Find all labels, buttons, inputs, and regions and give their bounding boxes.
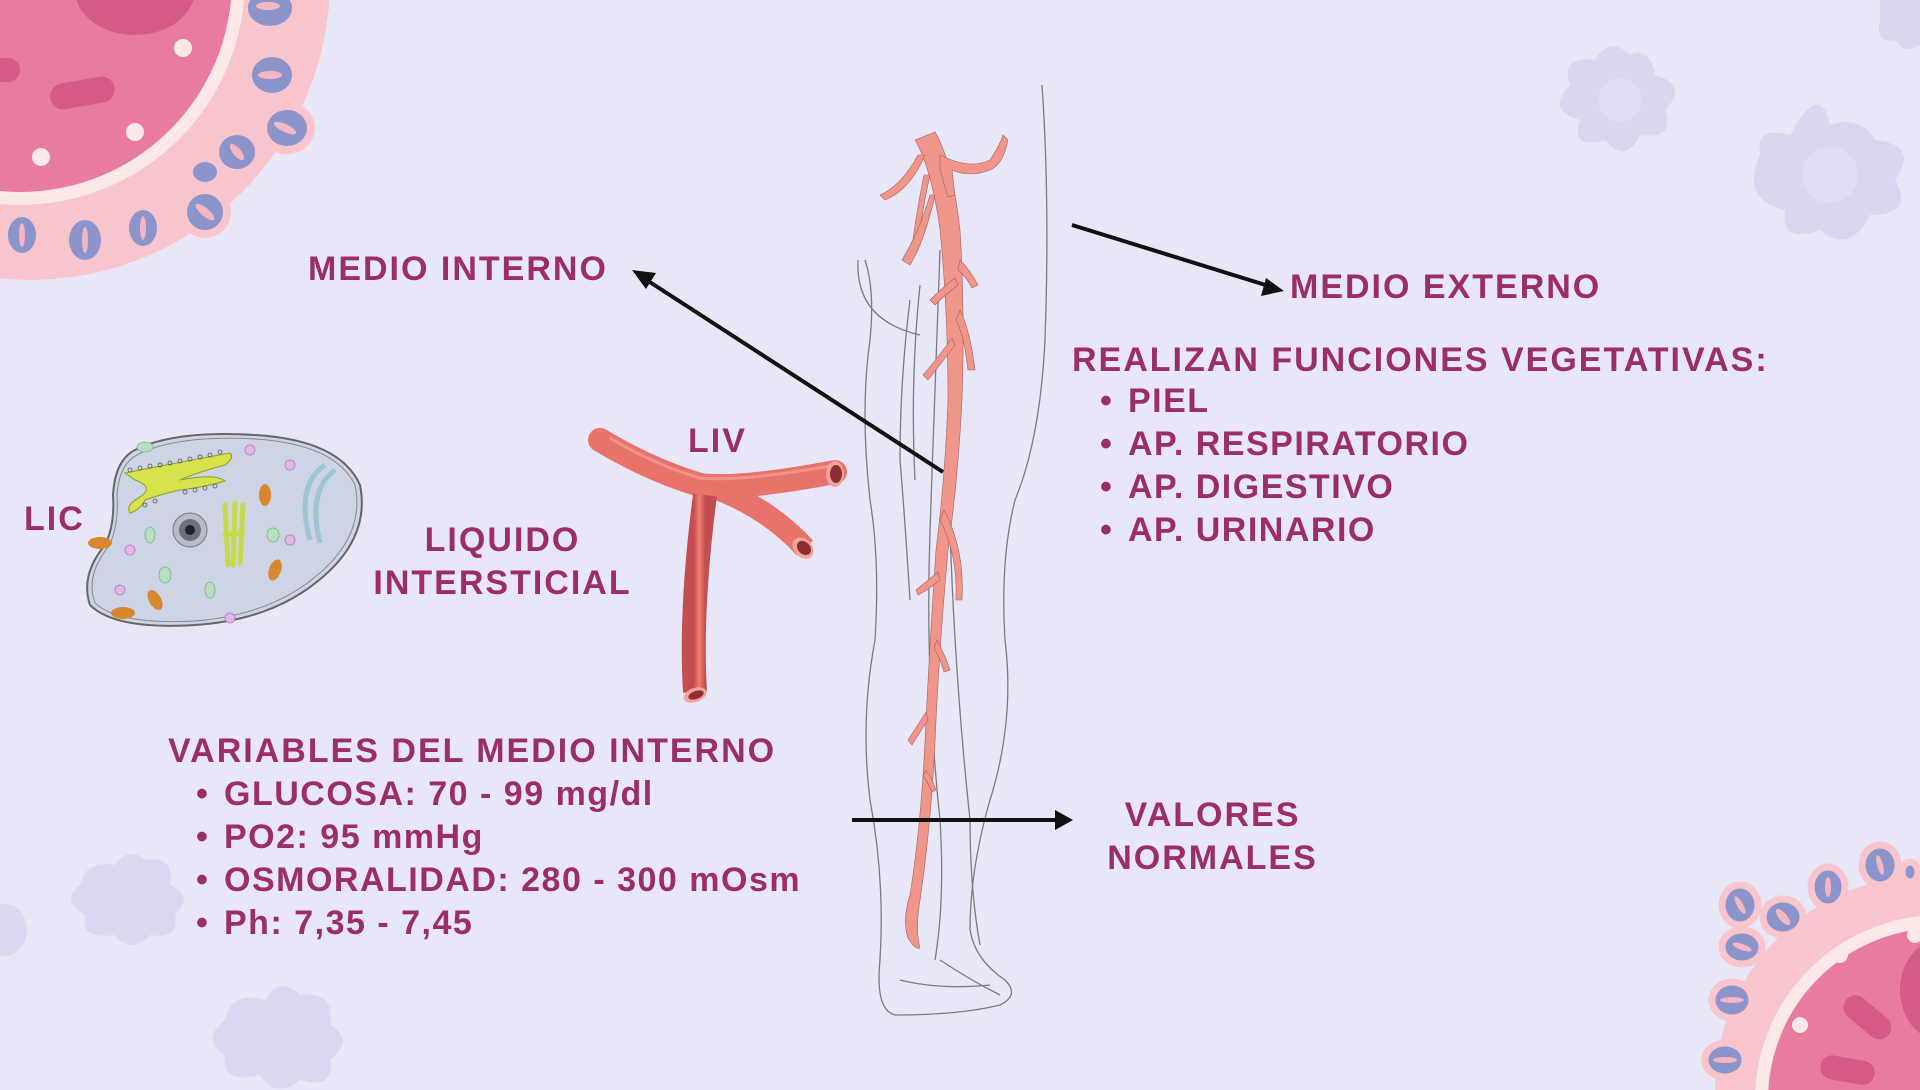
faded-cell-icon (212, 986, 343, 1089)
valores-normales-label: VALORES NORMALES (1107, 796, 1318, 877)
leg-artery-icon (857, 84, 1048, 1016)
medio-interno-label: MEDIO INTERNO (308, 250, 608, 288)
bullet-icon: • (1100, 425, 1114, 463)
bullet-icon: • (1100, 382, 1114, 420)
bullet-icon: • (1100, 511, 1114, 549)
list-item: •AP. URINARIO (1100, 509, 1469, 552)
list-item: •AP. DIGESTIVO (1100, 466, 1469, 509)
faded-cell-icon (0, 904, 27, 956)
variables-list: •GLUCOSA: 70 - 99 mg/dl •PO2: 95 mmHg •O… (196, 773, 801, 945)
white-blood-cell-icon (0, 0, 330, 280)
funciones-list: •PIEL •AP. RESPIRATORIO •AP. DIGESTIVO •… (1100, 380, 1469, 552)
faded-cell-icon (71, 853, 184, 945)
animal-cell-icon (86, 433, 363, 627)
list-item: •PO2: 95 mmHg (196, 816, 801, 859)
faded-cell-icon (1753, 104, 1904, 240)
medio-externo-label: MEDIO EXTERNO (1290, 268, 1602, 306)
list-item: •OSMORALIDAD: 280 - 300 mOsm (196, 859, 801, 902)
variables-title: VARIABLES DEL MEDIO INTERNO (168, 732, 777, 770)
blood-vessel-icon (588, 428, 847, 703)
liquido-intersticial-label: LIQUIDO INTERSTICIAL (373, 521, 632, 602)
lic-label: LIC (24, 500, 85, 538)
bullet-icon: • (1100, 468, 1114, 506)
liv-label: LIV (688, 422, 747, 460)
faded-cell-icon (1559, 46, 1676, 152)
list-item: •PIEL (1100, 380, 1469, 423)
list-item: •Ph: 7,35 - 7,45 (196, 902, 801, 945)
bullet-icon: • (196, 861, 210, 899)
faded-cell-icon (1879, 0, 1920, 49)
bullet-icon: • (196, 818, 210, 856)
bullet-icon: • (196, 904, 210, 942)
list-item: •GLUCOSA: 70 - 99 mg/dl (196, 773, 801, 816)
funciones-title: REALIZAN FUNCIONES VEGETATIVAS: (1072, 341, 1769, 379)
list-item: •AP. RESPIRATORIO (1100, 423, 1469, 466)
white-blood-cell-icon (1701, 841, 1920, 1090)
bullet-icon: • (196, 775, 210, 813)
